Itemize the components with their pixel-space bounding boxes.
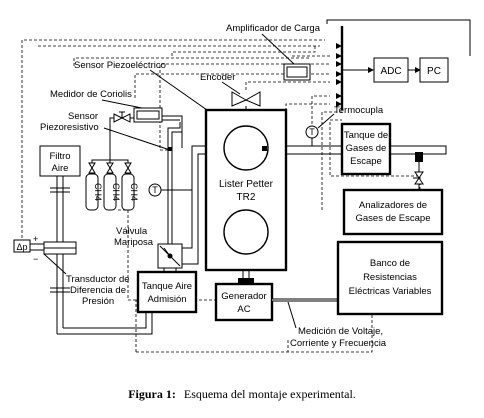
- generador-box: [214, 282, 274, 322]
- banco-label-3: Eléctricas Variables: [349, 286, 432, 297]
- ch4-valve-icon: [88, 162, 96, 169]
- generador-label-1: Generador: [221, 291, 266, 302]
- ch4-valve-icon: [106, 162, 114, 169]
- tanque-aire-label-2: Admisión: [147, 294, 186, 305]
- pc-box: [419, 57, 449, 83]
- tanque-gases-label-2: Gases de: [346, 143, 387, 154]
- termocupla-label: Termocupla: [334, 105, 384, 116]
- filtro-aire-label-2: Aire: [52, 163, 69, 174]
- ch4-label-3: CH4: [129, 183, 139, 201]
- analizadores-label-2: Gases de Escape: [356, 213, 431, 224]
- ch4-cylinder-3: [121, 173, 135, 211]
- engine-label-1: Lister Petter: [219, 179, 274, 190]
- banco-label-1: Banco de: [370, 258, 410, 269]
- caption-prefix: Figura 1:: [128, 387, 176, 401]
- delta-p-label: Δp: [16, 242, 27, 252]
- tanque-aire-box: [136, 270, 198, 314]
- tanque-gases-box: [340, 122, 392, 176]
- signal-bus: [326, 19, 471, 110]
- encoder-label: Encoder: [200, 72, 235, 83]
- amplificador-label: Amplificador de Carga: [226, 23, 321, 34]
- minus-sign: −: [33, 254, 38, 264]
- valvula-label-1: Válvula: [116, 226, 148, 237]
- delta-p-box: [13, 239, 31, 253]
- sensor-piezorresistivo-label-1: Sensor: [68, 111, 98, 122]
- engine-cylinder-top: [223, 125, 269, 171]
- adc-label: ADC: [380, 66, 401, 77]
- exhaust-thermocouple-label: T: [309, 127, 315, 137]
- analizadores-box: [342, 188, 444, 236]
- ch4-cylinder-2: [103, 173, 117, 211]
- encoder-icon: [231, 91, 248, 107]
- filtro-aire-label-1: Filtro: [49, 151, 70, 162]
- sample-valve-icon: [414, 171, 424, 179]
- ch4-cylinders: CH4 CH4 CH4: [85, 159, 139, 211]
- medicion-label-1: Medición de Voltaje,: [298, 326, 383, 337]
- tanque-gases-label-1: Tanque de: [344, 130, 388, 141]
- generador-label-2: AC: [237, 304, 250, 315]
- transductor-label-2: Diferencia de: [70, 285, 126, 296]
- medidor-coriolis-label: Medidor de Coriolis: [50, 89, 132, 100]
- engine-cylinder-bottom: [223, 209, 269, 255]
- transductor-label-1: Transductor de: [66, 274, 130, 285]
- filtro-aire-box: [39, 145, 81, 177]
- figure-caption: Figura 1: Esquema del montaje experiment…: [128, 385, 356, 402]
- sensor-piezorresistivo-label-2: Piezoresistivo: [40, 122, 99, 133]
- pc-label: PC: [427, 66, 441, 77]
- caption-text: Esquema del montaje experimental.: [184, 387, 356, 401]
- plus-sign: +: [33, 234, 38, 244]
- ch4-label-1: CH4: [93, 183, 103, 201]
- banco-resistencias-box: [336, 240, 444, 316]
- sensor-piezoelectrico-label: Sensor Piezoeléctrico: [74, 60, 166, 71]
- banco-label-2: Resistencias: [363, 272, 417, 283]
- ch4-cylinder-1: [85, 173, 99, 211]
- ch4-label-2: CH4: [111, 183, 121, 201]
- tanque-aire-label-1: Tanque Aire: [142, 281, 192, 292]
- engine-box: [204, 108, 288, 272]
- engine-label-2: TR2: [237, 192, 256, 203]
- tanque-gases-label-3: Escape: [350, 156, 382, 167]
- medicion-label-2: Corriente y Frecuencia: [290, 338, 387, 349]
- transductor-label-3: Presión: [82, 296, 114, 307]
- intake-thermocouple-label: T: [152, 185, 158, 195]
- valvula-label-2: Mariposa: [114, 237, 154, 248]
- analizadores-label-1: Analizadores de: [359, 200, 427, 211]
- coriolis-valve-icon: [113, 113, 124, 123]
- adc-box: [373, 57, 409, 83]
- ch4-valve-icon: [124, 162, 132, 169]
